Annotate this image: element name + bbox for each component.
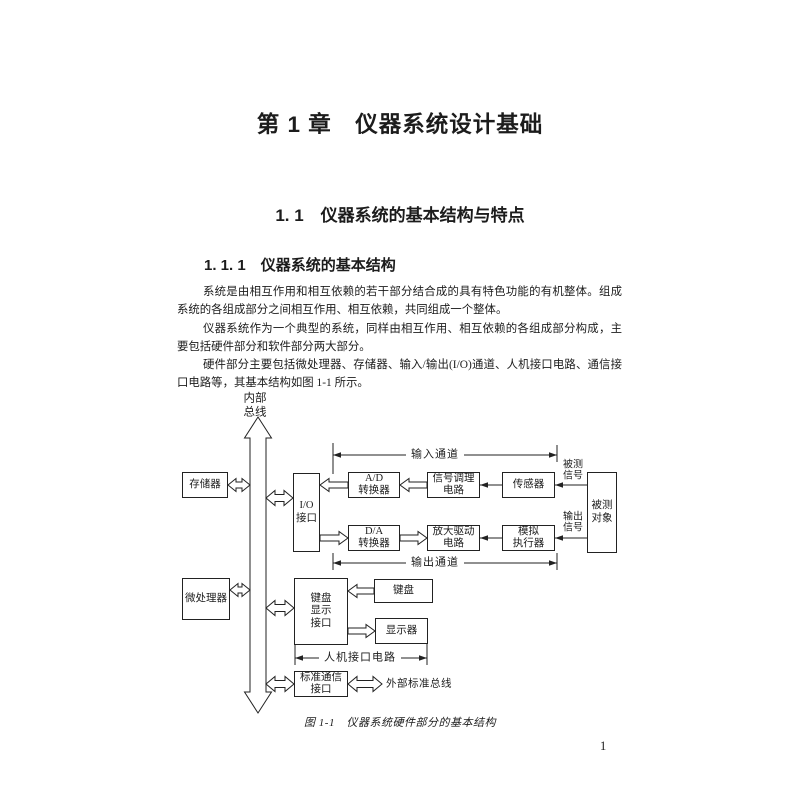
hmi-span-arrow-head-left (295, 655, 303, 661)
box-amp-drive: 放大驱动 电路 (427, 525, 480, 551)
figure-1-1-diagram: 内部 总线 输入通道 输出通道 被测 信号 输出 信号 人机接口电路 外部标准总… (170, 390, 630, 730)
box-standard-comm-interface: 标准通信 接口 (294, 671, 348, 697)
box-keyboard: 键盘 (374, 579, 433, 603)
hmi-span-arrow-head-right (419, 655, 427, 661)
internal-bus-label: 内部 总线 (243, 392, 267, 419)
box-io-interface: I/O 接口 (293, 473, 320, 552)
box-memory: 存储器 (182, 472, 228, 498)
bus-kdi-arrow (265, 599, 295, 617)
output-channel-span-arrow-head-right (549, 560, 557, 566)
keyboard-to-kdi-arrow (347, 583, 375, 599)
external-bus-label: 外部标准总线 (386, 678, 452, 690)
paragraph-2: 仪器系统作为一个典型的系统，同样由相互作用、相互依赖的各组成部分构成，主要包括硬… (177, 322, 622, 353)
object-to-sensor-arrow-head-left (555, 482, 563, 488)
output-channel-span-arrow-head-left (333, 560, 341, 566)
comm-extbus-arrow (347, 675, 383, 693)
adc-to-io-arrow (319, 477, 349, 493)
box-signal-conditioning: 信号调理 电路 (427, 472, 480, 498)
box-dac: D/A 转换器 (348, 525, 400, 551)
box-adc: A/D 转换器 (348, 472, 400, 498)
figure-caption: 图 1-1 仪器系统硬件部分的基本结构 (304, 717, 496, 729)
sigcond-to-adc-arrow (399, 477, 428, 493)
paragraph-1: 系统是由相互作用和相互依赖的若干部分结合成的具有特色功能的有机整体。组成系统的各… (177, 286, 622, 317)
paragraph-3: 硬件部分主要包括微处理器、存储器、输入/输出(I/O)通道、人机接口电路、通信接… (177, 359, 622, 390)
memory-bus-arrow (227, 477, 251, 493)
box-keyboard-display-interface: 键盘 显示 接口 (294, 578, 348, 645)
output-signal-label: 输出 信号 (563, 511, 583, 533)
hmi-circuit-label: 人机接口电路 (319, 651, 401, 665)
bus-comm-arrow (265, 675, 295, 693)
body-text: 系统是由相互作用和相互依赖的若干部分结合成的具有特色功能的有机整体。组成系统的各… (177, 283, 622, 393)
box-microprocessor: 微处理器 (182, 578, 230, 620)
box-measured-object: 被测 对象 (587, 472, 617, 553)
internal-bus-arrow (243, 416, 273, 714)
object-to-actuator-arrow-head-left (555, 535, 563, 541)
input-channel-span-arrow-head-right (549, 452, 557, 458)
measured-signal-label: 被测 信号 (563, 459, 583, 481)
sensor-to-sigcond-arrow-head-left (480, 482, 488, 488)
mcu-bus-arrow (229, 582, 251, 598)
bus-io-arrow (265, 489, 294, 507)
section-title: 1. 1 仪器系统的基本结构与特点 (275, 206, 525, 225)
kdi-to-display-arrow (347, 623, 376, 639)
dac-to-amp-arrow (399, 530, 428, 546)
io-to-dac-arrow (319, 530, 349, 546)
input-channel-label: 输入通道 (406, 448, 464, 462)
subsection-title: 1. 1. 1 仪器系统的基本结构 (204, 257, 396, 274)
diagram-arrows-layer (227, 416, 587, 714)
chapter-title: 第 1 章 仪器系统设计基础 (256, 112, 544, 137)
input-channel-span-arrow-head-left (333, 452, 341, 458)
page-number: 1 (600, 739, 607, 753)
actuator-to-amp-arrow-head-left (480, 535, 488, 541)
box-display: 显示器 (375, 618, 428, 644)
box-sensor: 传感器 (502, 472, 555, 498)
output-channel-label: 输出通道 (406, 556, 464, 570)
box-analog-actuator: 模拟 执行器 (502, 525, 555, 551)
